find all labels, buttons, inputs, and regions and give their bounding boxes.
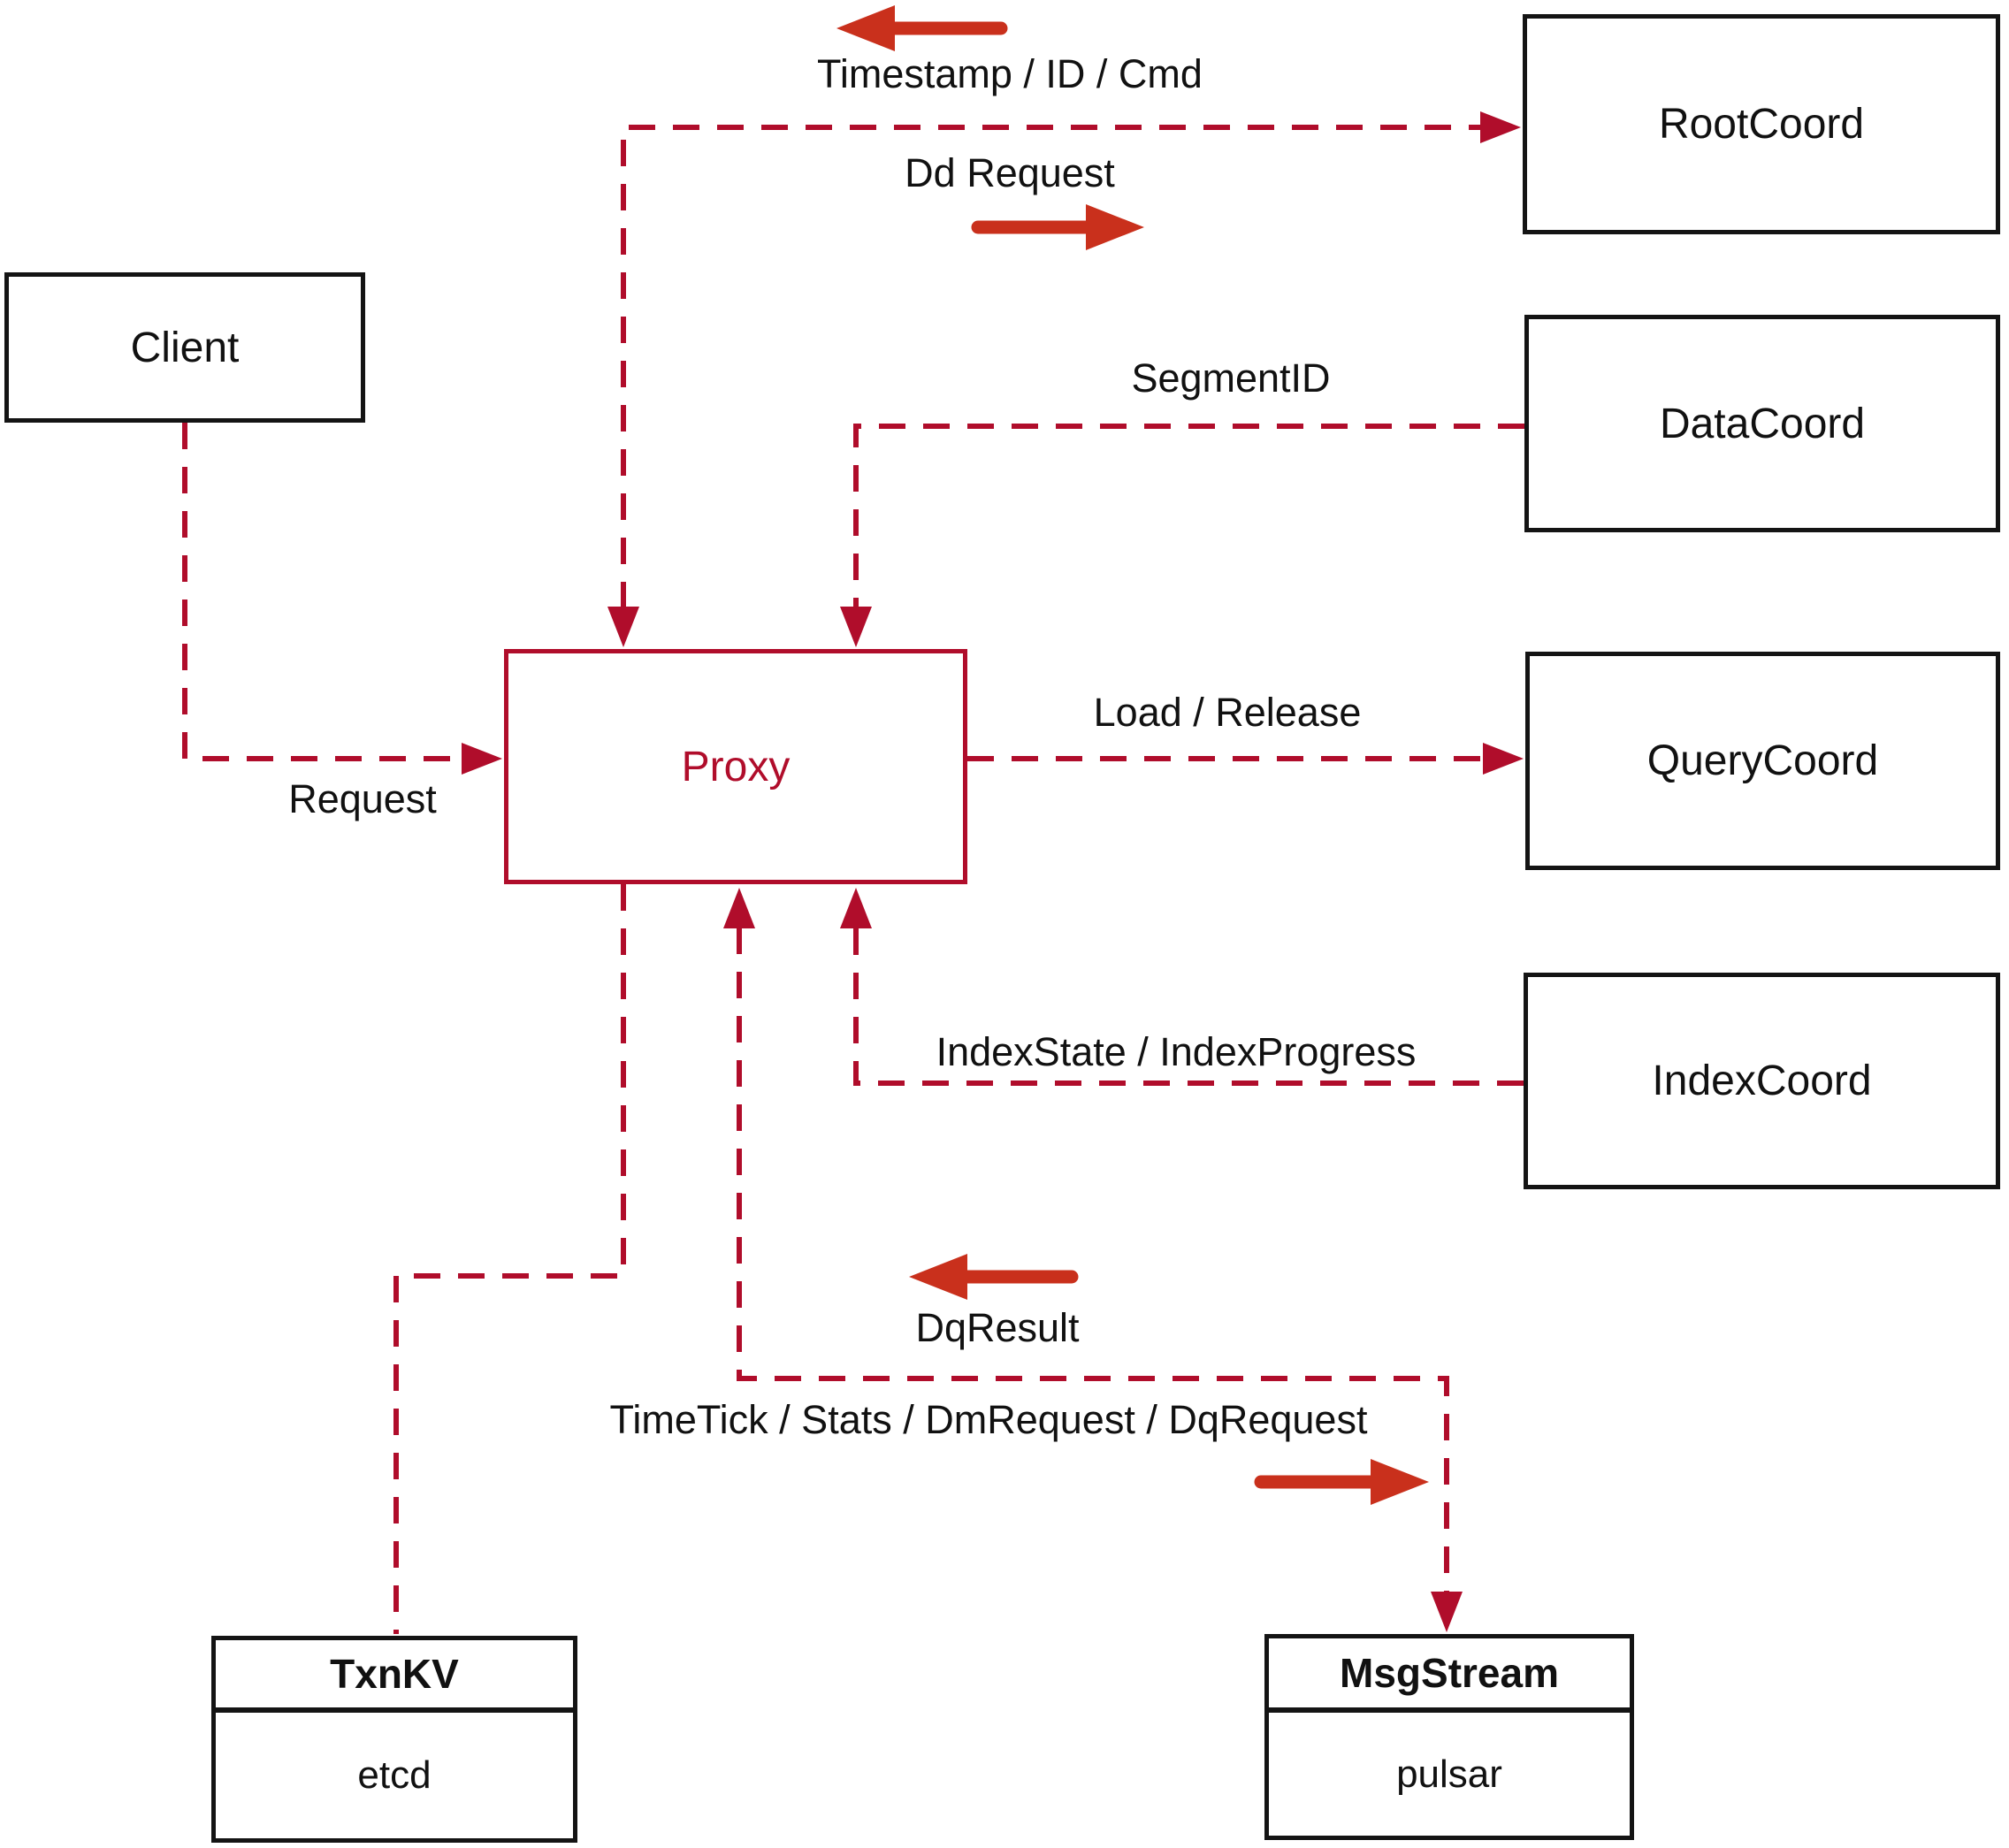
edge-label-dq-result: DqResult	[915, 1305, 1080, 1350]
arrowhead	[1480, 111, 1521, 143]
node-proxy: Proxy	[504, 649, 967, 884]
edge-label-load-release: Load / Release	[1093, 690, 1362, 735]
edge-proxy-querycoord	[967, 743, 1524, 775]
node-rootcoord: RootCoord	[1523, 14, 2000, 234]
node-indexcoord: IndexCoord	[1524, 973, 2000, 1189]
node-indexcoord-label: IndexCoord	[1652, 1058, 1872, 1104]
edge-proxy-msgstream	[723, 888, 1463, 1632]
node-client: Client	[4, 272, 365, 423]
edge-label-segment-id: SegmentID	[1131, 355, 1331, 401]
node-msgstream-impl: pulsar	[1396, 1752, 1502, 1796]
arrow-left-icon	[836, 5, 1008, 51]
node-txnkv-impl: etcd	[357, 1753, 432, 1797]
edge-label-index-state: IndexState / IndexProgress	[936, 1029, 1417, 1074]
node-msgstream-title: MsgStream	[1269, 1638, 1630, 1713]
node-msgstream: MsgStream pulsar	[1264, 1634, 1634, 1840]
edge-proxy-rootcoord	[607, 111, 1521, 647]
node-querycoord-label: QueryCoord	[1646, 737, 1879, 784]
node-txnkv: TxnKV etcd	[211, 1636, 577, 1843]
edge-label-request: Request	[288, 776, 437, 821]
arrow-right-icon	[971, 204, 1144, 250]
node-datacoord: DataCoord	[1524, 315, 2000, 532]
arrowhead	[1431, 1592, 1463, 1632]
edge-datacoord-proxy	[840, 424, 1524, 647]
edge-label-time-tick: TimeTick / Stats / DmRequest / DqRequest	[609, 1397, 1368, 1442]
arrowhead	[607, 607, 639, 647]
arrowhead	[1483, 743, 1524, 775]
edge-indexcoord-proxy	[840, 888, 1524, 1086]
arrowhead	[462, 743, 502, 775]
edge-proxy-txnkv	[393, 884, 626, 1634]
node-datacoord-label: DataCoord	[1659, 400, 1866, 447]
node-rootcoord-label: RootCoord	[1658, 101, 1865, 148]
edge-client-proxy	[182, 423, 502, 775]
edge-label-timestamp: Timestamp / ID / Cmd	[817, 51, 1203, 96]
node-querycoord: QueryCoord	[1525, 652, 2000, 870]
arrow-left-icon	[909, 1254, 1079, 1300]
arrowhead	[723, 888, 755, 928]
edge-label-dd-request: Dd Request	[905, 150, 1115, 195]
node-client-label: Client	[130, 324, 240, 371]
node-proxy-label: Proxy	[681, 743, 791, 790]
arrowhead	[840, 607, 872, 647]
arrowhead	[840, 888, 872, 928]
arrow-right-icon	[1254, 1459, 1429, 1505]
node-txnkv-title: TxnKV	[216, 1640, 573, 1713]
